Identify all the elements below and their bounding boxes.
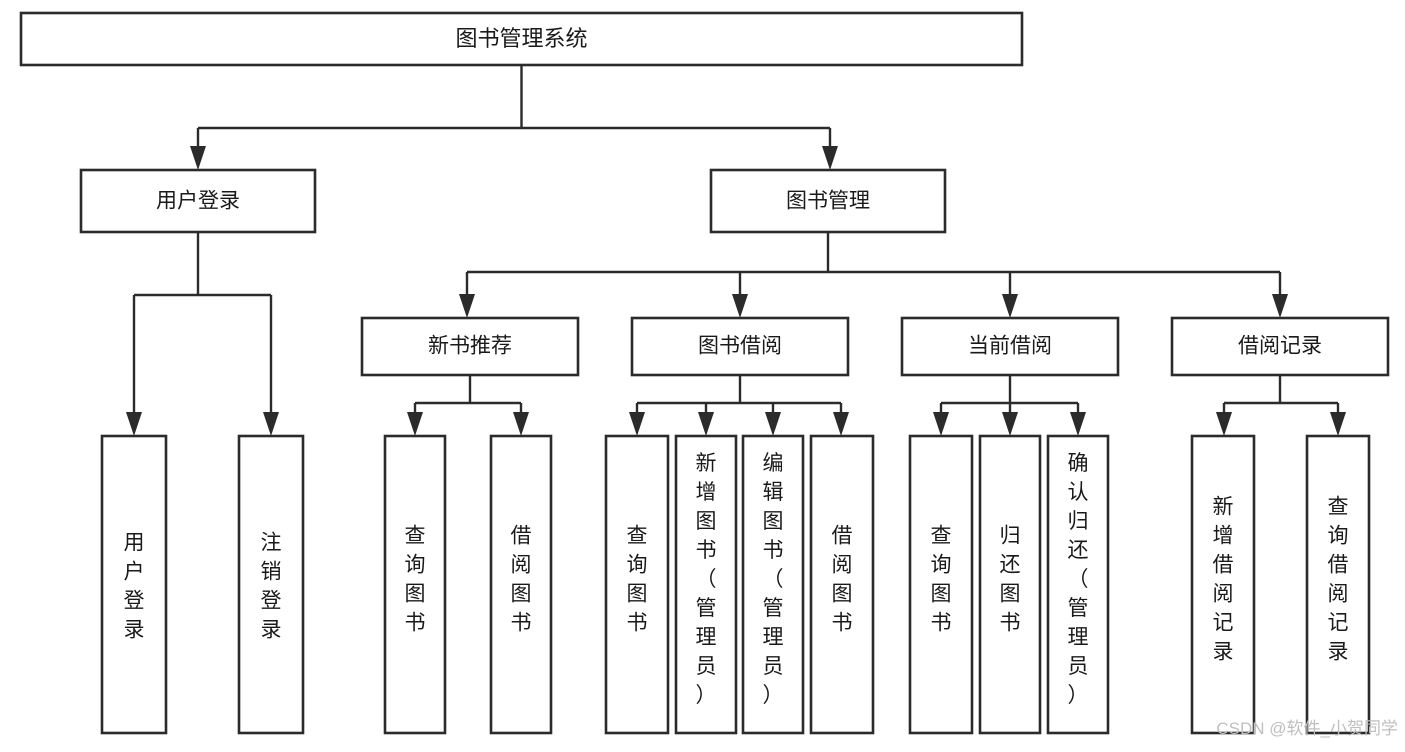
node-leaf-user-logout[interactable]: 注销登录 [237, 434, 305, 735]
node-leaf-query-book-2-box[interactable] [604, 434, 670, 735]
node-leaf-user-login-label: 用户登录 [124, 532, 145, 642]
arrow-head-leaf-user-logout [263, 412, 279, 436]
node-leaf-user-login[interactable]: 用户登录 [100, 434, 168, 735]
node-user-login-label: 用户登录 [156, 190, 240, 213]
node-book-borrow[interactable]: 图书借阅 [630, 316, 850, 377]
node-root-label: 图书管理系统 [455, 26, 587, 51]
arrow-head-leaf-edit-book [765, 412, 781, 436]
arrow-head-user-login [190, 146, 206, 170]
node-leaf-query-book-2[interactable]: 查询图书 [604, 434, 670, 735]
node-root[interactable]: 图书管理系统 [19, 11, 1024, 67]
node-leaf-add-record-label: 新增借阅记录 [1213, 496, 1234, 664]
node-book-borrow-label: 图书借阅 [698, 335, 782, 358]
node-leaf-query-record-box[interactable] [1305, 434, 1371, 735]
node-leaf-add-record[interactable]: 新增借阅记录 [1190, 434, 1256, 735]
node-leaf-borrow-book-1[interactable]: 借阅图书 [489, 434, 553, 735]
node-book-manage[interactable]: 图书管理 [709, 168, 947, 234]
arrow-head-borrow-record [1272, 294, 1288, 318]
node-leaf-query-book-3-box[interactable] [908, 434, 974, 735]
arrow-head-leaf-query-book-2 [629, 412, 645, 436]
node-leaf-query-book-1-box[interactable] [383, 434, 447, 735]
node-user-login[interactable]: 用户登录 [79, 168, 317, 234]
arrow-head-new-book-recommend [459, 294, 475, 318]
node-leaf-edit-book[interactable]: 编辑图书（管理员） [741, 434, 805, 735]
arrow-head-current-borrow [1002, 294, 1018, 318]
node-current-borrow-label: 当前借阅 [968, 335, 1052, 358]
node-leaf-add-book-label: 新增图书（管理员） [696, 452, 717, 707]
arrow-head-leaf-confirm-return [1070, 412, 1086, 436]
arrow-head-leaf-add-record [1216, 412, 1232, 436]
leaf-nodes-group: 用户登录 注销登录 查询图书 借阅图书 查询图书 新增图书（管理员） [100, 434, 1371, 735]
node-leaf-edit-book-label: 编辑图书（管理员） [763, 452, 784, 707]
node-leaf-user-login-box[interactable] [100, 434, 168, 735]
node-leaf-borrow-book-2[interactable]: 借阅图书 [809, 434, 875, 735]
node-leaf-borrow-book-1-label: 借阅图书 [511, 525, 532, 635]
node-book-manage-label: 图书管理 [786, 190, 870, 213]
arrow-head-leaf-query-record [1330, 412, 1346, 436]
node-borrow-record-box[interactable] [1170, 316, 1390, 377]
node-new-book-recommend-label: 新书推荐 [428, 335, 512, 358]
node-leaf-return-book-box[interactable] [978, 434, 1042, 735]
node-leaf-query-record-label: 查询借阅记录 [1328, 496, 1349, 664]
csdn-watermark: CSDN @软件_小贺同学 [1216, 719, 1398, 738]
node-leaf-confirm-return-label: 确认归还（管理员） [1068, 452, 1089, 707]
node-leaf-query-book-2-label: 查询图书 [627, 525, 648, 635]
node-book-manage-box[interactable] [709, 168, 947, 234]
arrow-head-leaf-return-book [1002, 412, 1018, 436]
node-new-book-recommend[interactable]: 新书推荐 [360, 316, 580, 377]
node-new-book-recommend-box[interactable] [360, 316, 580, 377]
node-borrow-record[interactable]: 借阅记录 [1170, 316, 1390, 377]
node-leaf-user-logout-label: 注销登录 [261, 532, 282, 642]
arrow-head-book-borrow [732, 294, 748, 318]
arrow-head-book-manage [822, 146, 838, 170]
node-leaf-confirm-return[interactable]: 确认归还（管理员） [1046, 434, 1110, 735]
node-leaf-query-book-3[interactable]: 查询图书 [908, 434, 974, 735]
node-leaf-query-book-1-label: 查询图书 [405, 525, 426, 635]
node-leaf-add-record-box[interactable] [1190, 434, 1256, 735]
node-leaf-user-logout-box[interactable] [237, 434, 305, 735]
arrow-head-leaf-borrow-book-1 [513, 412, 529, 436]
node-leaf-edit-book-box[interactable] [741, 434, 805, 735]
arrow-head-leaf-add-book [698, 412, 714, 436]
node-leaf-return-book-label: 归还图书 [1000, 525, 1021, 635]
node-leaf-add-book[interactable]: 新增图书（管理员） [674, 434, 738, 735]
node-current-borrow-box[interactable] [900, 316, 1120, 377]
node-user-login-box[interactable] [79, 168, 317, 234]
node-borrow-record-label: 借阅记录 [1238, 335, 1322, 358]
node-leaf-query-record[interactable]: 查询借阅记录 [1305, 434, 1371, 735]
node-leaf-query-book-3-label: 查询图书 [931, 525, 952, 635]
node-leaf-borrow-book-1-box[interactable] [489, 434, 553, 735]
arrow-head-leaf-query-book-3 [933, 412, 949, 436]
connector-group [126, 65, 1346, 436]
node-leaf-query-book-1[interactable]: 查询图书 [383, 434, 447, 735]
arrow-head-leaf-borrow-book-2 [833, 412, 849, 436]
node-leaf-confirm-return-box[interactable] [1046, 434, 1110, 735]
node-root-box[interactable] [19, 11, 1024, 67]
node-current-borrow[interactable]: 当前借阅 [900, 316, 1120, 377]
node-leaf-add-book-box[interactable] [674, 434, 738, 735]
node-leaf-borrow-book-2-box[interactable] [809, 434, 875, 735]
arrow-head-leaf-user-login [126, 412, 142, 436]
node-leaf-borrow-book-2-label: 借阅图书 [832, 525, 853, 635]
node-leaf-return-book[interactable]: 归还图书 [978, 434, 1042, 735]
node-book-borrow-box[interactable] [630, 316, 850, 377]
arrow-head-leaf-query-book-1 [407, 412, 423, 436]
